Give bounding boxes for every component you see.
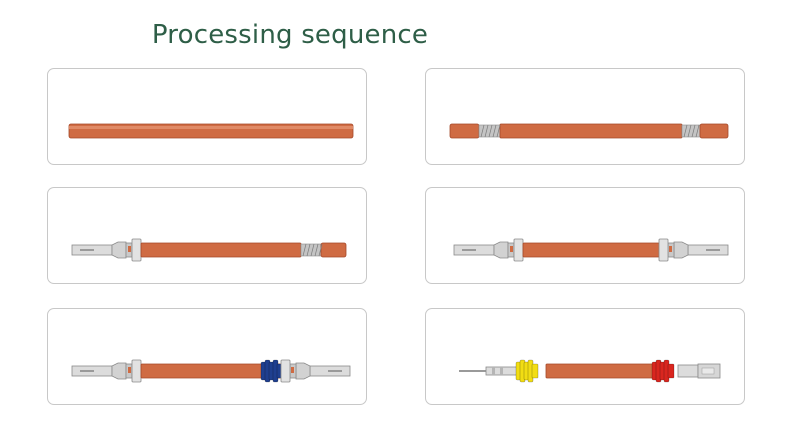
step-bare-cable-panel [47,68,367,165]
blue-seal [260,359,284,383]
bare-cable-illustration [68,123,354,139]
step-seal-added-panel [47,308,367,405]
cable-end-left [449,123,480,139]
cable-end-right [320,242,347,258]
exposed-strand-right [300,243,322,257]
cable-middle [499,123,683,139]
cable [545,363,657,379]
page-title: Processing sequence [151,20,429,50]
cable-end-right [699,123,729,139]
step-both-terminals-panel [425,187,745,284]
stripped-cable-illustration [449,123,729,139]
both-terminals-illustration [453,238,729,262]
terminal-right [658,238,729,262]
red-seal [651,359,675,383]
cable [140,363,282,379]
step-assembled-panel [425,308,745,405]
one-terminal-illustration [71,238,347,262]
terminal-right [280,359,351,383]
seal-added-illustration [71,359,351,383]
socket-body [677,364,699,378]
terminal-left [71,359,142,383]
terminal-left [71,238,142,262]
step-one-terminal-panel [47,187,367,284]
assembled-illustration [459,359,721,383]
step-stripped-cable-panel [425,68,745,165]
cable [522,242,661,258]
cable [140,242,302,258]
yellow-seal [515,359,539,383]
terminal-left [453,238,524,262]
